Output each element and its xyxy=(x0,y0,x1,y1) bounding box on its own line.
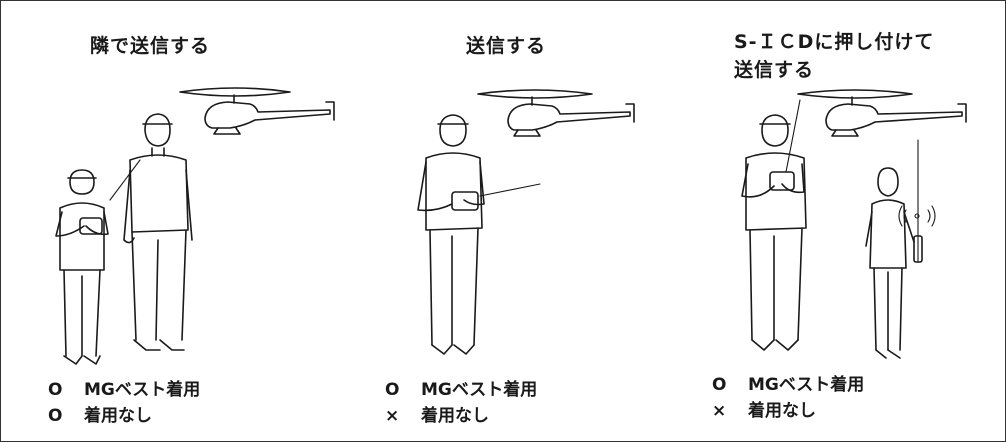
vest-label: MGベスト着用 xyxy=(421,380,538,400)
panel-press-transmit: S-ＩＣDに押し付けて 送信する xyxy=(670,0,1006,442)
legend-row-none: × 着用なし xyxy=(385,403,537,429)
none-label: 着用なし xyxy=(748,401,816,421)
helicopter-2 xyxy=(477,89,635,137)
panel-3-illustration xyxy=(670,0,1006,380)
panel-2-illustration xyxy=(340,0,670,380)
vest-status-mark: O xyxy=(712,375,727,395)
vest-status-mark: O xyxy=(48,380,63,400)
none-label: 着用なし xyxy=(421,406,489,426)
legend-row-none: O 着用なし xyxy=(48,403,200,429)
legend-row-vest: O MGベスト着用 xyxy=(48,377,200,403)
s-icd-figure xyxy=(865,139,936,359)
panel-3-title: S-ＩＣDに押し付けて 送信する xyxy=(734,28,934,84)
pilot-figure xyxy=(741,99,807,351)
none-status-mark: × xyxy=(385,406,400,426)
panel-1-illustration xyxy=(0,0,340,380)
panel-beside-transmit: 隣で送信する xyxy=(0,0,340,442)
helicopter-3 xyxy=(797,89,967,137)
legend-row-vest: O MGベスト着用 xyxy=(385,377,537,403)
legend-row-vest: O MGベスト着用 xyxy=(712,372,864,398)
none-label: 着用なし xyxy=(84,406,152,426)
panel-2-title: 送信する xyxy=(466,35,547,57)
panel-1-title: 隣で送信する xyxy=(90,35,211,57)
panel-3-legend: O MGベスト着用 × 着用なし xyxy=(712,372,864,424)
helicopter-1 xyxy=(179,87,335,135)
adult-figure xyxy=(123,113,193,351)
panel-3-title-line2: 送信する xyxy=(734,59,815,81)
legend-row-none: × 着用なし xyxy=(712,398,864,424)
pilot-figure xyxy=(417,114,541,355)
panel-transmit: 送信する O MGベスト着用 xyxy=(340,0,670,442)
child-figure xyxy=(55,169,109,365)
vest-label: MGベスト着用 xyxy=(84,380,201,400)
none-status-mark: × xyxy=(712,401,727,421)
vest-label: MGベスト着用 xyxy=(748,375,865,395)
panel-3-title-line1: S-ＩＣDに押し付けて xyxy=(734,31,935,53)
panel-2-legend: O MGベスト着用 × 着用なし xyxy=(385,377,537,429)
none-status-mark: O xyxy=(48,406,63,426)
panel-1-legend: O MGベスト着用 O 着用なし xyxy=(48,377,200,429)
vest-status-mark: O xyxy=(385,380,400,400)
